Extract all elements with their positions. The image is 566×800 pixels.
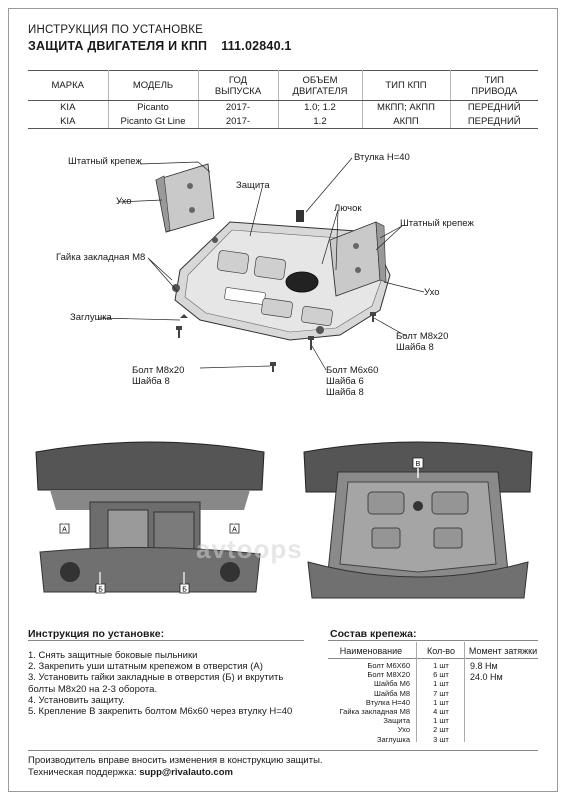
col-make: МАРКА bbox=[28, 70, 109, 101]
list-item: 1 шт bbox=[433, 661, 449, 670]
list-item: Заглушка bbox=[376, 734, 410, 744]
list-item: 2 шт bbox=[433, 725, 449, 735]
watermark-text: avtoops bbox=[196, 534, 303, 564]
page-frame bbox=[8, 8, 558, 792]
label-plug: Заглушка bbox=[70, 312, 112, 323]
label-bolt-m6: Болт М6х60 Шайба 6 Шайба 8 bbox=[326, 365, 379, 398]
list-item: Болт М6Х60 bbox=[367, 661, 410, 670]
list-item: 6 шт bbox=[433, 670, 449, 680]
product-title: ЗАЩИТА ДВИГАТЕЛЯ И КПП 111.02840.1 bbox=[28, 39, 292, 53]
list-item: Защита bbox=[383, 716, 410, 726]
step-line: болты М8х20 на 2-3 оборота. bbox=[28, 683, 158, 695]
underside-photo-after: В bbox=[298, 432, 538, 602]
step-line: 4. Установить защиту. bbox=[28, 694, 125, 706]
bolt-drawings bbox=[176, 312, 376, 372]
table-row: KIA Picanto Gt Line 2017- 1.2 АКПП ПЕРЕД… bbox=[28, 114, 538, 129]
fasteners-title: Состав крепежа: bbox=[330, 628, 417, 640]
step-line: 5. Крепление В закрепить болтом М6х60 че… bbox=[28, 706, 293, 718]
assembly-diagram bbox=[97, 157, 425, 372]
list-item: 7 шт bbox=[433, 688, 449, 698]
list-item: 4 шт bbox=[433, 707, 449, 717]
label-cage-nut: Гайка закладная М8 bbox=[56, 252, 146, 263]
leader-lines bbox=[97, 157, 425, 371]
instructions-title: Инструкция по установке: bbox=[28, 628, 165, 640]
col-gearbox: ТИП КПП bbox=[361, 70, 451, 101]
list-item: 1 шт bbox=[433, 679, 449, 689]
label-standard-fasteners-right: Штатный крепеж bbox=[400, 218, 474, 229]
instructions-steps: 1. Снять защитные боковые пыльники 2. За… bbox=[28, 650, 308, 717]
fasteners-quantities: 1 шт 6 шт 1 шт 7 шт 1 шт 4 шт 1 шт 2 шт … bbox=[418, 661, 464, 744]
step-line: 1. Снять защитные боковые пыльники bbox=[28, 650, 198, 661]
product-name: ЗАЩИТА ДВИГАТЕЛЯ И КПП bbox=[28, 39, 208, 53]
support-label: Техническая поддержка: bbox=[28, 767, 140, 778]
label-bushing: Втулка H=40 bbox=[354, 152, 410, 163]
fasteners-divider bbox=[328, 640, 538, 641]
fasteners-names: Болт М6Х60 Болт М8Х20 Шайба М6 Шайба М8 … bbox=[328, 661, 410, 744]
cell-drive: ПЕРЕДНИЙ bbox=[449, 100, 538, 115]
fasteners-torques: 9.8 Нм 24.0 Нм bbox=[468, 661, 538, 682]
list-item: Гайка закладная М8 bbox=[339, 707, 410, 717]
cell-model: Picanto Gt Line bbox=[107, 114, 199, 129]
list-item: Шайба М6 bbox=[373, 679, 410, 689]
list-item: 1 шт bbox=[433, 697, 449, 707]
list-item: 9.8 Нм bbox=[470, 661, 498, 671]
fasteners-head-divider bbox=[328, 658, 538, 659]
marker-a-right: А bbox=[232, 527, 237, 534]
cell-drive: ПЕРЕДНИЙ bbox=[449, 114, 538, 129]
fasteners-head-name: Наименование bbox=[339, 646, 403, 656]
cell-make: KIA bbox=[28, 114, 109, 129]
cell-make: KIA bbox=[28, 100, 109, 115]
cell-engine: 1.2 bbox=[277, 114, 363, 129]
bushing-drawing bbox=[296, 210, 304, 222]
cell-engine: 1.0; 1.2 bbox=[277, 100, 363, 115]
label-hatch: Лючок bbox=[334, 203, 362, 214]
marker-b-right: Б bbox=[182, 587, 187, 594]
cell-year: 2017- bbox=[197, 100, 279, 115]
fasteners-col-divider bbox=[464, 642, 465, 742]
list-item: Болт М8Х20 bbox=[367, 670, 410, 680]
support-email-link[interactable]: supp@rivalauto.com bbox=[139, 767, 233, 778]
list-item: Втулка H=40 bbox=[365, 697, 410, 707]
step-line: 3. Установить гайки закладные в отверсти… bbox=[28, 672, 284, 684]
marker-v: В bbox=[416, 461, 421, 468]
list-item: 3 шт bbox=[433, 734, 449, 744]
label-ear-right: Ухо bbox=[424, 287, 440, 298]
table-row: KIA Picanto 2017- 1.0; 1.2 МКПП; АКПП ПЕ… bbox=[28, 100, 538, 115]
fasteners-head-qty: Кол-во bbox=[427, 646, 455, 656]
footer-support: Техническая поддержка: supp@rivalauto.co… bbox=[28, 767, 233, 778]
footer-divider bbox=[28, 750, 538, 751]
col-model: МОДЕЛЬ bbox=[107, 70, 199, 101]
cell-gearbox: АКПП bbox=[361, 114, 451, 129]
footer-disclaimer: Производитель вправе вносить изменения в… bbox=[28, 755, 323, 766]
part-number: 111.02840.1 bbox=[221, 39, 292, 53]
list-item: 24.0 Нм bbox=[470, 671, 503, 682]
step-line: 2. Закрепить уши штатным крепежом в отве… bbox=[28, 661, 263, 673]
marker-a-left: А bbox=[62, 527, 67, 534]
fasteners-head-torque: Момент затяжки bbox=[468, 646, 538, 656]
instruction-title: ИНСТРУКЦИЯ ПО УСТАНОВКЕ bbox=[28, 24, 204, 36]
list-item: 1 шт bbox=[433, 716, 449, 726]
underside-photo-before: А А Б Б bbox=[30, 432, 270, 602]
marker-b-left: Б bbox=[98, 587, 103, 594]
fasteners-col-divider bbox=[416, 642, 417, 742]
label-standard-fasteners-left: Штатный крепеж bbox=[68, 156, 142, 167]
cell-year: 2017- bbox=[197, 114, 279, 129]
label-bolt-m8-left: Болт М8х20 Шайба 8 bbox=[132, 365, 185, 387]
label-skid-plate: Защита bbox=[236, 180, 270, 191]
label-bolt-m8-right: Болт М8х20 Шайба 8 bbox=[396, 331, 449, 353]
label-ear-left: Ухо bbox=[116, 196, 132, 207]
list-item: Шайба М8 bbox=[373, 688, 410, 698]
right-ear-drawing bbox=[329, 221, 387, 297]
cell-gearbox: МКПП; АКПП bbox=[361, 100, 451, 115]
instructions-divider bbox=[28, 640, 304, 641]
cell-model: Picanto bbox=[107, 100, 199, 115]
left-ear-drawing bbox=[155, 163, 215, 233]
list-item: Ухо bbox=[397, 725, 410, 735]
